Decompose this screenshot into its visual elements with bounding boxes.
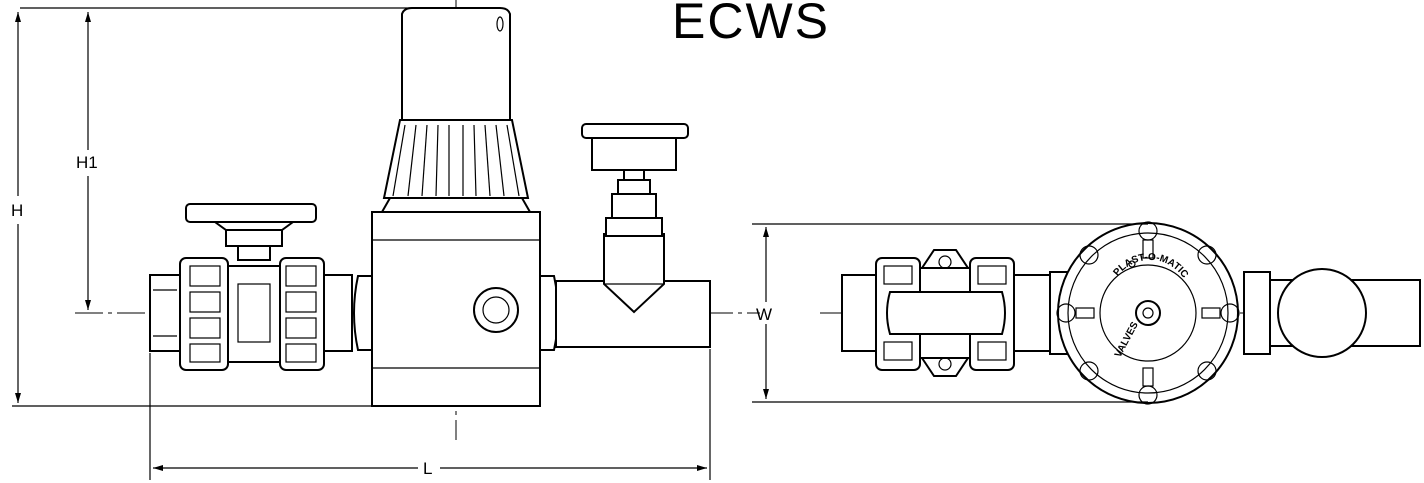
dimension-l-label: L [423,459,432,478]
drawing-title: ECWS [672,0,830,49]
dimension-h1-label: H1 [76,153,98,172]
dimension-h-label: H [11,201,23,220]
pressure-gauge [581,123,689,237]
ball-valve-front [149,203,353,371]
outlet-tee [555,233,711,348]
regulator-top [1049,221,1271,405]
ball-valve-top [841,249,1051,377]
dimension-w-label: W [756,305,772,324]
gauge-top [1277,268,1367,358]
regulator-bonnet [382,7,530,199]
front-view [149,7,711,407]
top-view: PLAST-O-MATIC VALVES [841,221,1421,405]
dimension-l [149,349,711,480]
dimension-w [752,223,1148,403]
regulator-body [353,197,559,407]
dimension-h [12,7,440,407]
